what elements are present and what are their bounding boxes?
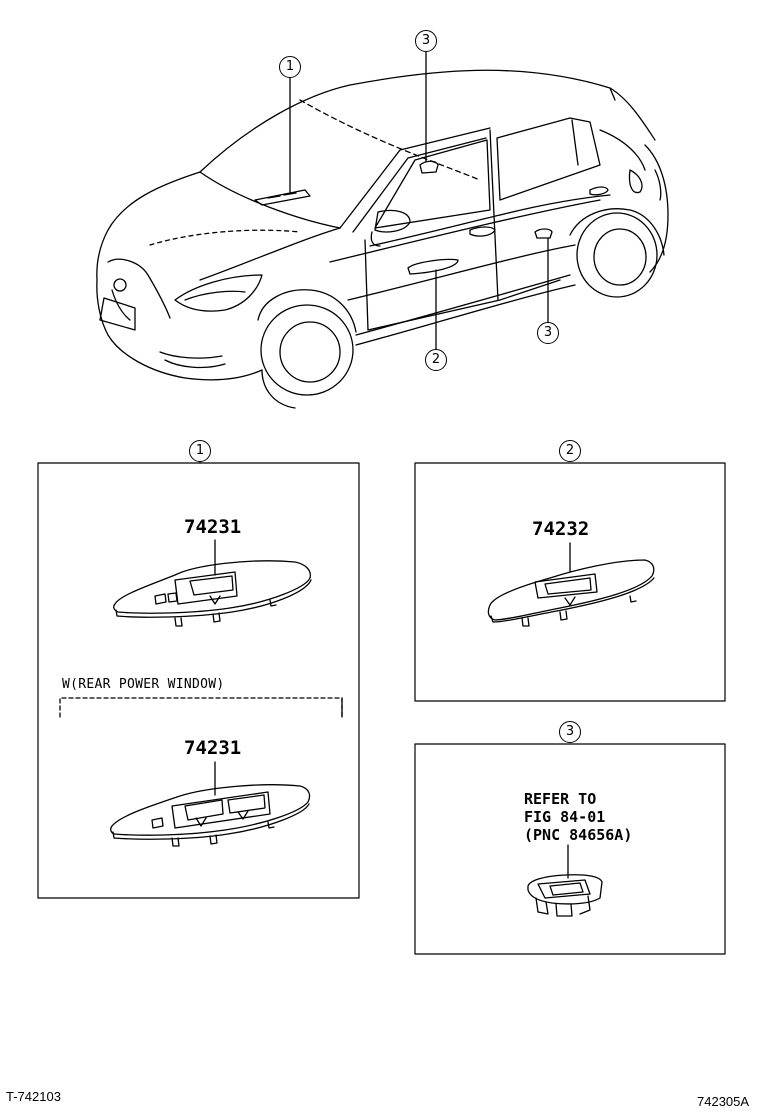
refer-note-line-3: (PNC 84656A) bbox=[524, 826, 633, 844]
car-illustration bbox=[96, 69, 669, 409]
panel-1-frame bbox=[37, 462, 360, 899]
callout-2-on-car: 2 bbox=[425, 349, 447, 371]
condition-bracket bbox=[59, 697, 343, 718]
refer-note-line-1: REFER TO bbox=[524, 790, 597, 808]
switch-74232 bbox=[487, 542, 655, 627]
callout-panel-2: 2 bbox=[559, 440, 581, 462]
switch-74231-bottom bbox=[110, 761, 311, 847]
part-number-74231-bottom: 74231 bbox=[184, 737, 242, 759]
part-number-74231-top: 74231 bbox=[184, 516, 242, 538]
refer-note-line-2: FIG 84-01 bbox=[524, 808, 606, 826]
callout-1-on-car: 1 bbox=[279, 56, 301, 78]
illustration-code-left: T-742103 bbox=[6, 1089, 61, 1104]
switch-84656A bbox=[527, 844, 603, 917]
condition-label: W(REAR POWER WINDOW) bbox=[62, 677, 225, 692]
part-number-74232: 74232 bbox=[532, 518, 590, 540]
callout-3-on-car-roof: 3 bbox=[415, 30, 437, 52]
panel-2-frame bbox=[414, 462, 726, 702]
illustration-code-right: 742305A bbox=[697, 1094, 750, 1109]
callout-3-on-car-rear: 3 bbox=[537, 322, 559, 344]
panel-3-frame bbox=[414, 743, 726, 955]
callout-panel-1: 1 bbox=[189, 440, 211, 462]
callout-panel-3: 3 bbox=[559, 721, 581, 743]
switch-74231-top bbox=[113, 539, 312, 627]
